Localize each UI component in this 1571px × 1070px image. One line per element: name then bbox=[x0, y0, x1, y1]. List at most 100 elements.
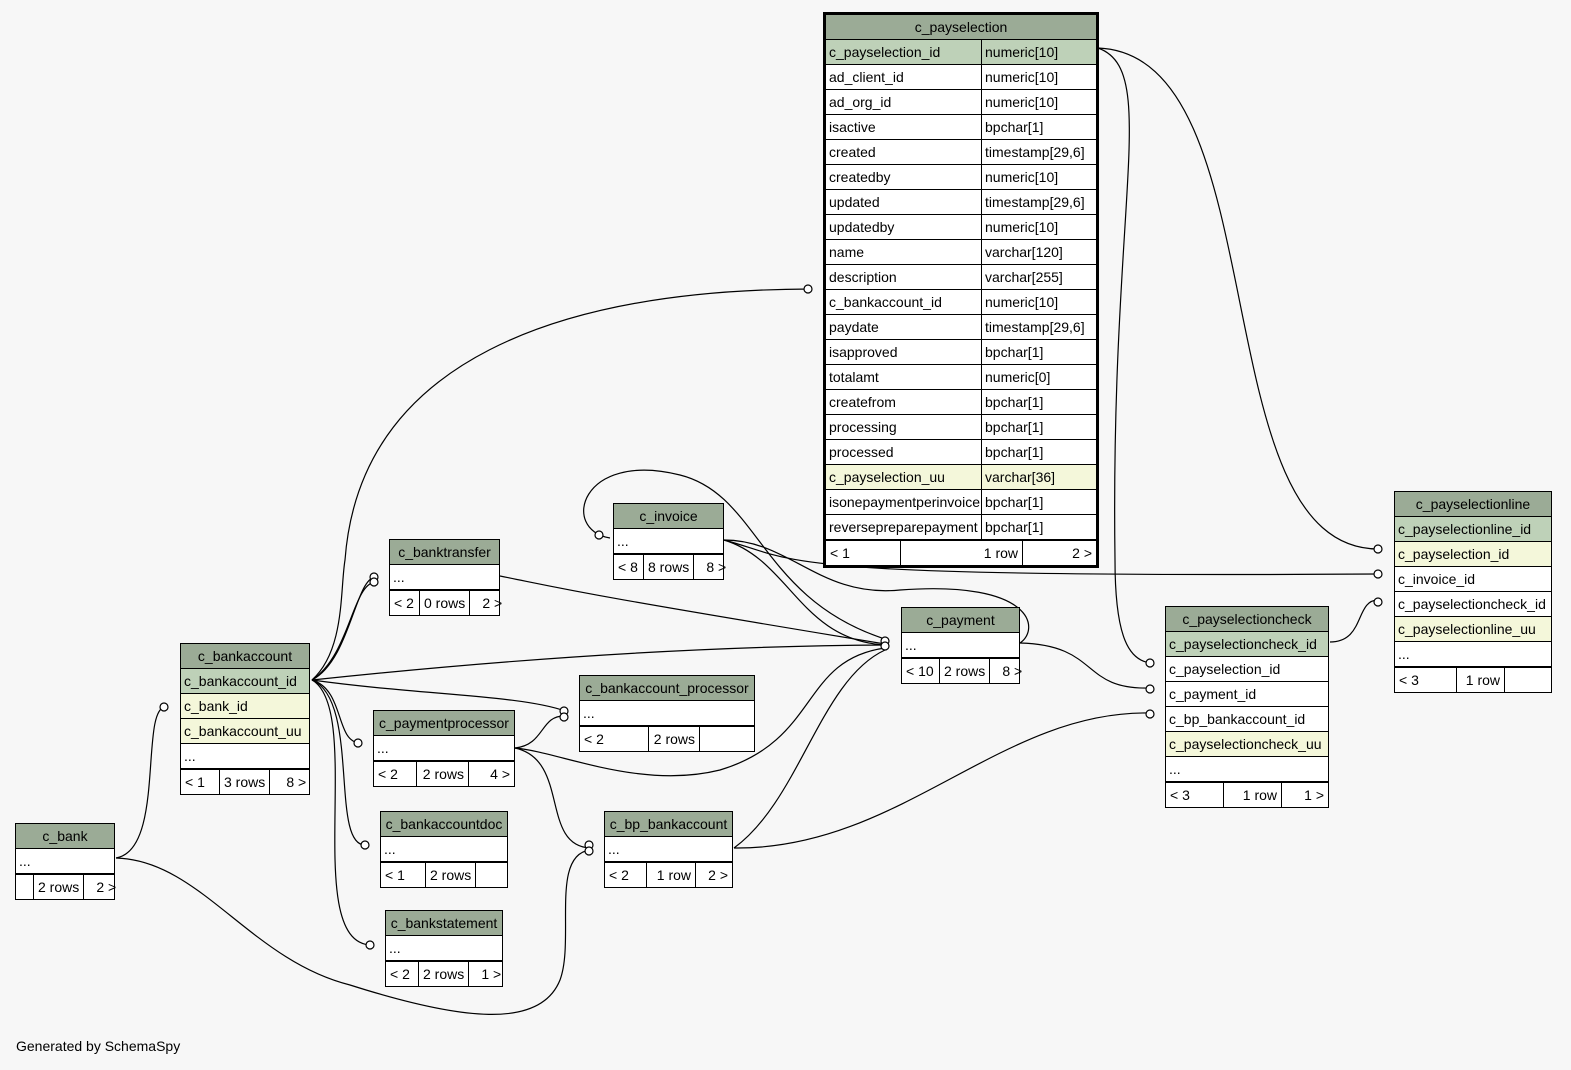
parents-link[interactable]: < 1 bbox=[826, 541, 901, 565]
children-link[interactable]: 2 > bbox=[96, 879, 117, 895]
column-row[interactable]: ... bbox=[902, 633, 1019, 658]
column-name: reversepreparepayment bbox=[829, 519, 978, 535]
column-row[interactable]: ... bbox=[386, 936, 502, 961]
table-header[interactable]: c_bp_bankaccount bbox=[605, 812, 732, 837]
column-row[interactable]: c_bp_bankaccount_id bbox=[1166, 707, 1328, 732]
children-link[interactable] bbox=[476, 863, 516, 887]
children-link[interactable]: 2 > bbox=[708, 867, 728, 883]
parents-link[interactable]: < 1 bbox=[181, 770, 220, 794]
table-header[interactable]: c_payselectionline bbox=[1395, 492, 1551, 517]
parents-link[interactable] bbox=[16, 875, 34, 899]
column-type: numeric[10] bbox=[981, 165, 1096, 189]
parents-link[interactable]: < 1 bbox=[381, 863, 426, 887]
parents-link[interactable]: < 3 bbox=[1395, 668, 1457, 692]
parents-link[interactable]: < 2 bbox=[386, 962, 419, 986]
column-row[interactable]: ... bbox=[181, 744, 309, 769]
column-row[interactable]: ... bbox=[614, 529, 723, 554]
column-row[interactable]: ... bbox=[580, 701, 754, 726]
table-header[interactable]: c_payselectioncheck bbox=[1166, 607, 1328, 632]
edge-bpbankaccount-paymentprocessor bbox=[514, 747, 591, 849]
children-link[interactable]: 1 > bbox=[481, 966, 502, 982]
column-row[interactable]: c_payselectioncheck_uu bbox=[1166, 732, 1328, 757]
table-header[interactable]: c_paymentprocessor bbox=[374, 711, 514, 736]
column-row[interactable]: c_payselection_id bbox=[1166, 657, 1328, 682]
column-row[interactable]: c_payselectioncheck_id bbox=[1166, 632, 1328, 657]
table-header[interactable]: c_bankaccountdoc bbox=[381, 812, 507, 837]
table-header[interactable]: c_invoice bbox=[614, 504, 723, 529]
parents-link[interactable]: < 2 bbox=[374, 762, 417, 786]
column-row[interactable]: c_payselectioncheck_id bbox=[1395, 592, 1551, 617]
parents-link[interactable]: < 2 bbox=[580, 727, 649, 751]
children-link[interactable]: 4 > bbox=[490, 766, 510, 782]
children-link[interactable]: 2 > bbox=[1072, 545, 1092, 561]
children-link[interactable]: 8 > bbox=[286, 774, 307, 790]
column-row[interactable]: c_payselectionline_id bbox=[1395, 517, 1551, 542]
table-header[interactable]: c_bankstatement bbox=[386, 911, 502, 936]
column-row[interactable]: c_payment_id bbox=[1166, 682, 1328, 707]
column-row[interactable]: c_bankaccount_id bbox=[181, 669, 309, 694]
column-row[interactable]: ... bbox=[374, 736, 514, 761]
table-header[interactable]: c_banktransfer bbox=[390, 540, 499, 565]
children-link[interactable] bbox=[1505, 668, 1551, 692]
children-link[interactable]: 8 > bbox=[1002, 663, 1023, 679]
table-header[interactable]: c_bankaccount_processor bbox=[580, 676, 754, 701]
column-row[interactable]: c_bank_id bbox=[181, 694, 309, 719]
children-link[interactable]: 2 > bbox=[482, 595, 503, 611]
column-row[interactable]: c_payselection_id bbox=[1395, 542, 1551, 567]
column-row[interactable]: c_invoice_id bbox=[1395, 567, 1551, 592]
column-row[interactable]: ... bbox=[1166, 757, 1328, 782]
table-header[interactable]: c_payselection bbox=[826, 15, 1096, 40]
children-link[interactable]: 8 > bbox=[706, 559, 727, 575]
column-row[interactable]: ... bbox=[605, 837, 732, 862]
children-link[interactable] bbox=[700, 727, 754, 751]
column-row[interactable]: ... bbox=[1395, 642, 1551, 667]
parents-link[interactable]: < 3 bbox=[1166, 783, 1224, 807]
parents-link[interactable]: < 8 bbox=[614, 555, 644, 579]
table-header[interactable]: c_payment bbox=[902, 608, 1019, 633]
column-row[interactable]: ... bbox=[390, 565, 499, 590]
column-row[interactable]: ... bbox=[16, 849, 114, 874]
parents-link[interactable]: < 10 bbox=[902, 659, 940, 683]
parents-link[interactable]: < 2 bbox=[390, 591, 420, 615]
column-row[interactable]: ... bbox=[381, 837, 507, 862]
column-row[interactable]: c_bankaccount_uu bbox=[181, 719, 309, 744]
table-header[interactable]: c_bankaccount bbox=[181, 644, 309, 669]
children-link[interactable]: 1 > bbox=[1304, 787, 1324, 803]
table-header[interactable]: c_bank bbox=[16, 824, 114, 849]
parents-link[interactable]: < 2 bbox=[605, 863, 647, 887]
column-row[interactable]: c_payselectionline_uu bbox=[1395, 617, 1551, 642]
